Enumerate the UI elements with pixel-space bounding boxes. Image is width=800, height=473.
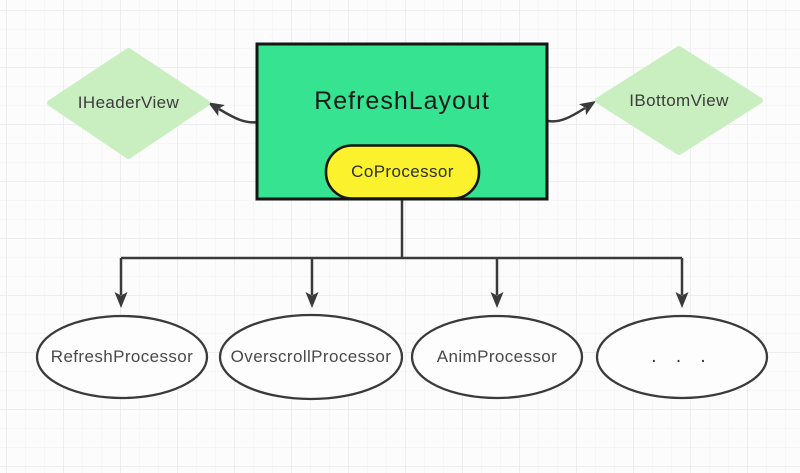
headerview-diamond <box>47 48 210 159</box>
connector-group <box>114 100 689 308</box>
edge-to-bottomview <box>547 100 596 123</box>
overscrollprocessor-label: OverscrollProcessor <box>230 347 392 366</box>
bottomview-diamond <box>595 46 763 155</box>
animprocessor-label: AnimProcessor <box>436 347 558 366</box>
bottomview-label: IBottomView <box>629 91 729 110</box>
more-processors-ellipse <box>595 314 769 400</box>
more-processors-label: . . . <box>651 346 713 367</box>
refreshlayout-label: RefreshLayout <box>314 87 490 115</box>
refreshprocessor-label: RefreshProcessor <box>50 347 194 366</box>
overscrollprocessor-ellipse <box>218 313 404 401</box>
edge-to-headerview <box>207 102 259 124</box>
animprocessor-ellipse <box>410 314 584 400</box>
headerview-label: IHeaderView <box>77 93 180 112</box>
refreshprocessor-ellipse <box>35 314 209 400</box>
coprocessor-label: CoProcessor <box>351 162 454 181</box>
coprocessor-pill <box>324 144 481 200</box>
